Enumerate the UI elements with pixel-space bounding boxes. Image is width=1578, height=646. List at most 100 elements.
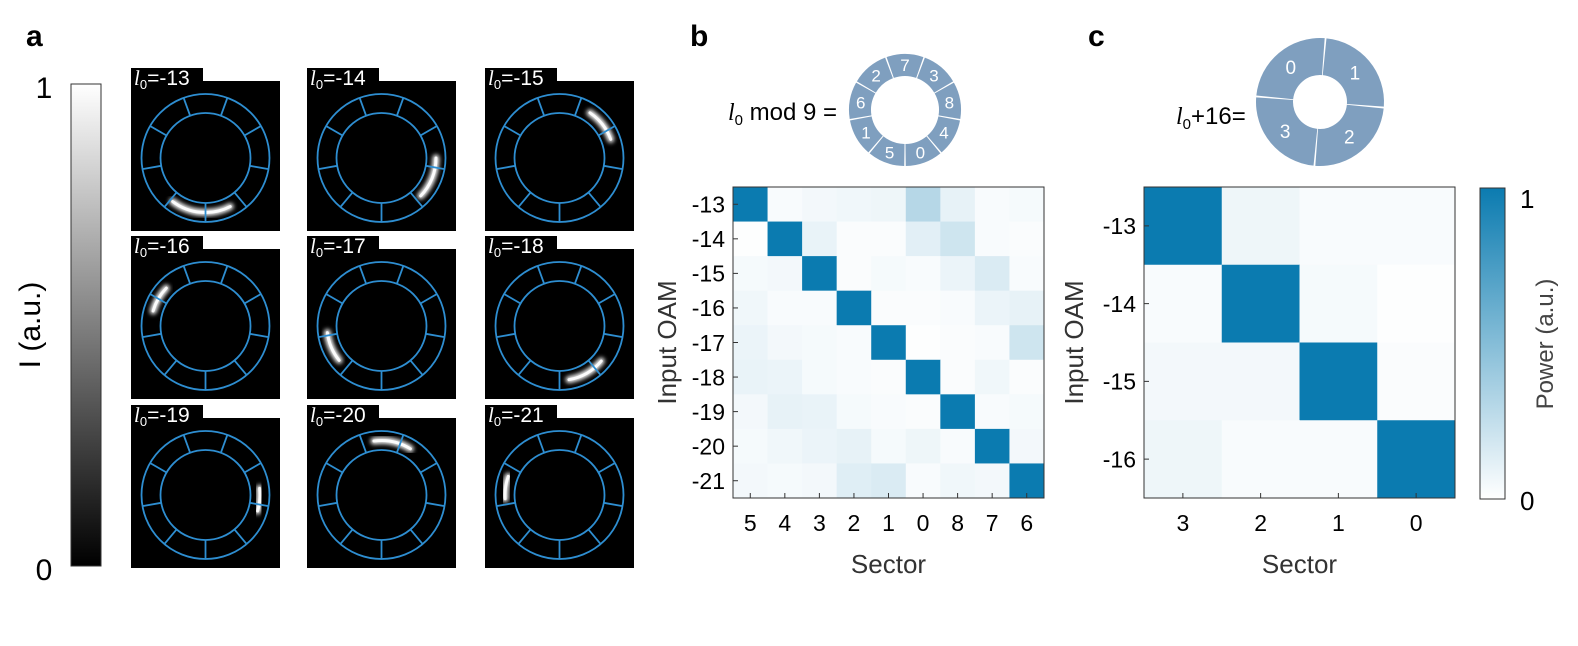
- ring-image: l0=-21: [485, 403, 634, 568]
- ring-divider: [536, 97, 545, 117]
- heatmap-cell: [767, 394, 803, 430]
- heatmap-cell: [733, 359, 769, 395]
- heatmap-cell: [1009, 428, 1045, 464]
- ring-image: l0=-14: [307, 66, 456, 231]
- ring-label-bg: [131, 68, 203, 90]
- heatmap-cell: [733, 463, 769, 499]
- ring-label-bg: [307, 236, 379, 258]
- heatmap-cell: [940, 463, 976, 499]
- ring-label-l: l: [488, 66, 494, 90]
- ring-divider: [496, 164, 516, 170]
- ring-divider: [603, 332, 623, 338]
- ring-divider: [142, 501, 162, 507]
- y-tick-label: -20: [692, 433, 725, 459]
- heatmap-cell: [802, 428, 838, 464]
- heatmap-cell: [1144, 187, 1223, 266]
- heatmap-cell: [733, 187, 769, 223]
- legend-sector: [886, 54, 924, 78]
- ring-divider: [233, 191, 248, 208]
- ring-label-bg: [131, 236, 203, 258]
- legend-sector: [849, 82, 876, 119]
- legend-c-l: l: [1176, 104, 1183, 130]
- ring-label-l: l: [134, 66, 140, 90]
- legend-b-formula: l0 mod 9 =: [728, 99, 837, 129]
- heatmap-cell: [1377, 420, 1456, 499]
- legend-sector: [1255, 97, 1318, 166]
- ring-image: l0=-19: [131, 403, 280, 568]
- heatmap-cell: [1377, 342, 1456, 421]
- ring-divider: [587, 359, 602, 376]
- ring-label-bg: [485, 405, 557, 427]
- ring-label-sub: 0: [140, 414, 147, 429]
- heatmap-cell: [767, 325, 803, 361]
- heatmap-cell: [1144, 420, 1223, 499]
- ring-label: l0=-16: [134, 234, 190, 260]
- ring-image: l0=-16: [131, 234, 280, 399]
- heatmap-cell: [871, 463, 907, 499]
- legend-sector-label: 0: [916, 143, 925, 162]
- heatmap-frame: [1143, 186, 1456, 499]
- heatmap-cell: [974, 325, 1010, 361]
- ring-divider: [182, 434, 191, 454]
- ring-divider: [536, 265, 545, 285]
- heatmap-cell: [940, 325, 976, 361]
- x-tick-label: 3: [813, 510, 826, 536]
- legend-c-sub: 0: [1183, 116, 1191, 133]
- y-axis-label: Input OAM: [1059, 280, 1089, 404]
- ring-image: l0=-13: [131, 66, 280, 231]
- ring-label-sub: 0: [140, 77, 147, 92]
- ring-label: l0=-13: [134, 66, 190, 92]
- ring-divider: [325, 462, 343, 474]
- ring-divider: [598, 125, 616, 137]
- legend-b-rest: mod 9 =: [743, 99, 837, 126]
- ring-divider: [358, 434, 367, 454]
- legend-sector: [905, 136, 941, 166]
- y-tick-label: -15: [692, 261, 725, 287]
- legend-sector-label: 3: [1280, 122, 1291, 143]
- legend-c-formula: l0+16=: [1176, 103, 1246, 133]
- heatmap-cell: [1221, 342, 1300, 421]
- legend-sector-label: 2: [871, 67, 880, 86]
- ring-image: l0=-17: [307, 234, 456, 399]
- heatmap-cell: [1221, 420, 1300, 499]
- ring-divider: [149, 293, 167, 305]
- ring-divider: [163, 528, 178, 545]
- ring-divider: [244, 293, 262, 305]
- heatmap-cell: [1009, 325, 1045, 361]
- heatmap-cell: [1299, 342, 1378, 421]
- heatmap-cell: [905, 187, 941, 223]
- heatmap-cell: [940, 221, 976, 257]
- heatmap-cell: [871, 428, 907, 464]
- ring-label-value: =-17: [323, 235, 366, 258]
- ring-divider: [420, 293, 438, 305]
- ring-label: l0=-17: [310, 234, 366, 260]
- heatmap-cell: [1144, 342, 1223, 421]
- heatmap-cell: [767, 187, 803, 223]
- ring-divider: [536, 434, 545, 454]
- ring-divider: [409, 528, 424, 545]
- y-tick-label: -14: [1103, 291, 1136, 317]
- heatmap-cell: [940, 394, 976, 430]
- ring-divider: [587, 528, 602, 545]
- heatmap-cell: [1144, 264, 1223, 343]
- x-tick-label: 0: [1410, 510, 1423, 536]
- panel-label-a: a: [26, 20, 43, 53]
- legend-sector-label: 7: [900, 56, 909, 75]
- ring-divider: [503, 462, 521, 474]
- heatmap-cell: [1221, 187, 1300, 266]
- ring-label-value: =-19: [147, 404, 190, 427]
- heatmap-cell: [836, 187, 872, 223]
- x-tick-label: 8: [951, 510, 964, 536]
- legend-sector: [1315, 104, 1384, 167]
- legend-c-rest: +16=: [1191, 103, 1246, 130]
- ring-divider: [244, 462, 262, 474]
- legend-sector-label: 2: [1344, 128, 1355, 149]
- ring-divider: [249, 164, 269, 170]
- x-tick-label: 5: [744, 510, 757, 536]
- ring-label-sub: 0: [316, 77, 323, 92]
- ring-image: l0=-18: [485, 234, 634, 399]
- x-tick-label: 3: [1176, 510, 1189, 536]
- ring-label-sub: 0: [316, 414, 323, 429]
